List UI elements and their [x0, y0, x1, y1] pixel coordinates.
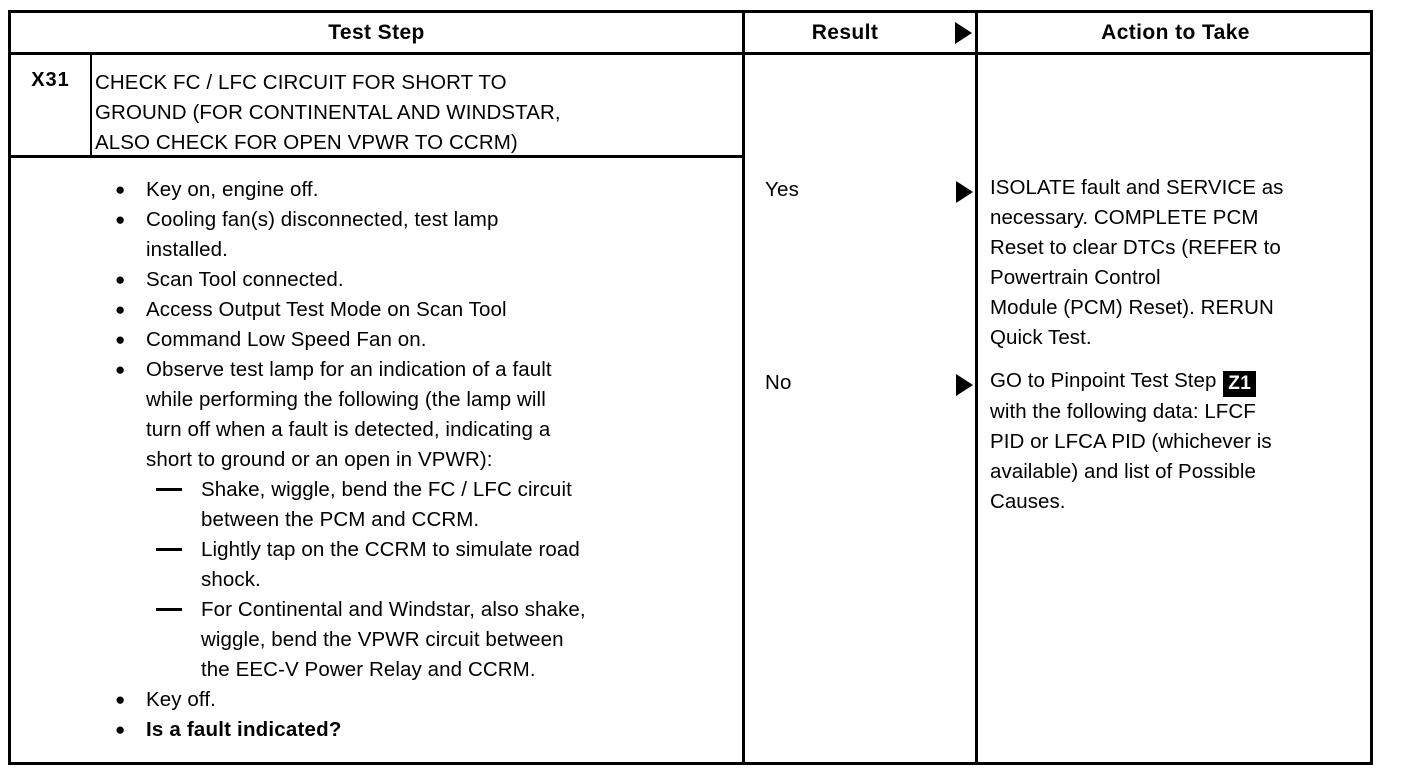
step-title: CHECK FC / LFC CIRCUIT FOR SHORT TO GROUN… [95, 55, 735, 158]
action-line: with the following data: LFCF [990, 400, 1256, 423]
action-line: Causes. [990, 490, 1066, 513]
action-line: Quick Test. [990, 326, 1092, 349]
header-action-to-take: Action to Take [978, 13, 1373, 52]
step-title-line: GROUND (FOR CONTINENTAL AND WINDSTAR, [95, 101, 561, 124]
column-divider-step-result [742, 13, 745, 762]
action-line: ISOLATE fault and SERVICE as [990, 176, 1284, 199]
header-test-step: Test Step [11, 13, 742, 52]
action-line: necessary. COMPLETE PCM [990, 206, 1259, 229]
header-result: Result [745, 13, 975, 52]
action-no: GO to Pinpoint Test Step Z1 with the foll… [990, 366, 1372, 517]
procedure-sub-item: For Continental and Windstar, also shake… [11, 595, 732, 685]
result-yes-label: Yes [765, 178, 800, 201]
procedure-item-text: Key off. [146, 688, 216, 711]
step-reference-badge[interactable]: Z1 [1223, 371, 1257, 397]
procedure-item-text: Key on, engine off. [146, 178, 319, 201]
header-result-label: Result [811, 20, 879, 44]
em-dash-icon [156, 535, 190, 565]
procedure-item: ● Observe test lamp for an indication of … [11, 355, 732, 475]
action-line: Powertrain Control [990, 266, 1161, 289]
right-triangle-icon [955, 22, 972, 50]
bullet-icon: ● [115, 720, 126, 739]
procedure-item-text: For Continental and Windstar, also shake… [201, 598, 586, 681]
action-yes: ISOLATE fault and SERVICE as necessary. C… [990, 173, 1372, 353]
procedure-item-text: Shake, wiggle, bend the FC / LFC circuit… [201, 478, 572, 531]
procedure-item-text: Command Low Speed Fan on. [146, 328, 427, 351]
procedure-item: ● Key off. [11, 685, 732, 715]
procedure-item: ● Scan Tool connected. [11, 265, 732, 295]
action-line: Module (PCM) Reset). RERUN [990, 296, 1274, 319]
action-line: available) and list of Possible [990, 460, 1256, 483]
procedure-item-text: Lightly tap on the CCRM to simulate road… [201, 538, 580, 591]
bullet-icon: ● [115, 690, 126, 709]
action-line: GO to Pinpoint Test Step Z1 [990, 366, 1372, 397]
em-dash-icon [156, 475, 190, 505]
action-line: PID or LFCA PID (whichever is [990, 430, 1272, 453]
bullet-icon: ● [115, 210, 126, 229]
step-title-line: CHECK FC / LFC CIRCUIT FOR SHORT TO [95, 71, 507, 94]
header-action-label: Action to Take [1101, 20, 1250, 44]
procedure-item-text: Observe test lamp for an indication of a… [146, 358, 552, 471]
right-triangle-icon [956, 181, 973, 209]
column-divider-result-action [975, 13, 978, 762]
pinpoint-test-table: Test Step Result Action to Take X31 CHEC… [8, 10, 1373, 765]
procedure-item: ● Key on, engine off. [11, 175, 732, 205]
title-bottom-rule [11, 155, 742, 158]
procedure-item-text: Scan Tool connected. [146, 268, 344, 291]
step-title-line: ALSO CHECK FOR OPEN VPWR TO CCRM) [95, 131, 518, 154]
header-test-step-label: Test Step [328, 20, 425, 44]
procedure-item-text: Access Output Test Mode on Scan Tool [146, 298, 507, 321]
em-dash-icon [156, 595, 190, 625]
right-triangle-icon [956, 374, 973, 402]
procedure-item-text: Is a fault indicated? [146, 718, 342, 741]
result-no-label: No [765, 371, 792, 394]
action-line: Reset to clear DTCs (REFER to [990, 236, 1281, 259]
table-header-row: Test Step Result Action to Take [11, 13, 1370, 52]
bullet-icon: ● [115, 360, 126, 379]
procedure-sub-item: Shake, wiggle, bend the FC / LFC circuit… [11, 475, 732, 535]
bullet-icon: ● [115, 330, 126, 349]
bullet-icon: ● [115, 180, 126, 199]
bullet-icon: ● [115, 270, 126, 289]
header-bottom-rule [11, 52, 1370, 55]
procedure-item: ● Access Output Test Mode on Scan Tool [11, 295, 732, 325]
procedure-list: ● Key on, engine off. ● Cooling fan(s) disc… [11, 158, 742, 762]
procedure-item: ● Command Low Speed Fan on. [11, 325, 732, 355]
step-id-cell: X31 [11, 55, 90, 158]
step-id-value: X31 [31, 69, 70, 91]
bullet-icon: ● [115, 300, 126, 319]
procedure-sub-item: Lightly tap on the CCRM to simulate road… [11, 535, 732, 595]
column-divider-step-id [90, 55, 92, 158]
procedure-item: ● Is a fault indicated? [11, 715, 732, 745]
